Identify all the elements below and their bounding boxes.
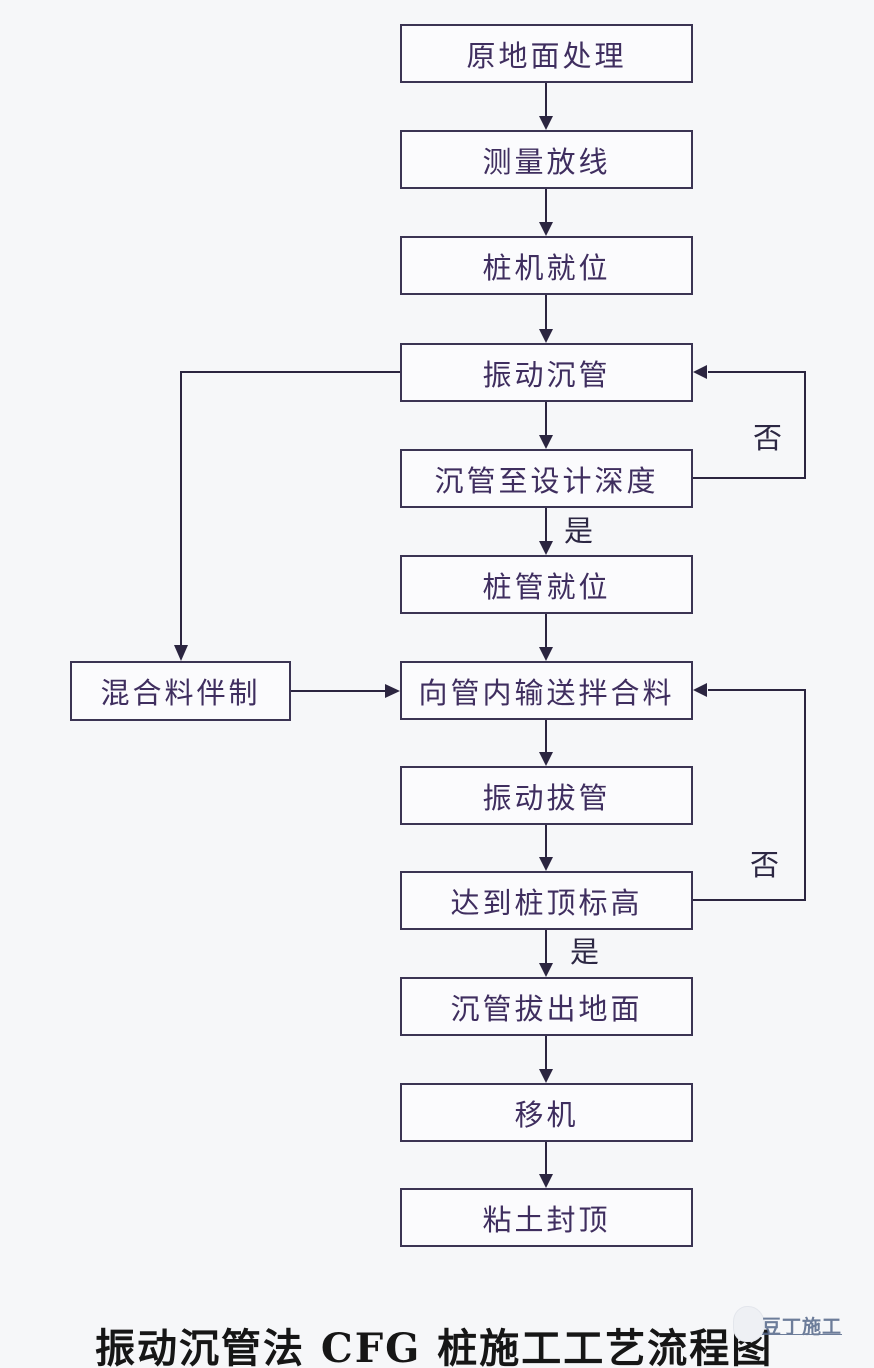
- node-feed-mixture-into-pipe: 向管内输送拌合料: [400, 661, 693, 720]
- node-survey-layout: 测量放线: [400, 130, 693, 189]
- node-clay-capping: 粘土封顶: [400, 1188, 693, 1247]
- node-vibrating-pipe-extraction: 振动拔管: [400, 766, 693, 825]
- node-pile-rig-in-position: 桩机就位: [400, 236, 693, 295]
- branch-label-yes-pile-top: 是: [570, 935, 600, 969]
- branch-label-yes-design-depth: 是: [564, 514, 594, 548]
- edge-elevation-to-pipeout-yes: [539, 930, 553, 977]
- edge-mixture-to-feed: [291, 684, 400, 698]
- edge-ground-to-survey: [539, 83, 553, 130]
- branch-label-no-pile-top: 否: [750, 848, 780, 882]
- node-pile-pipe-in-position: 桩管就位: [400, 555, 693, 614]
- node-vibrating-pipe-sinking: 振动沉管: [400, 343, 693, 402]
- edge-pipeout-to-moverig: [539, 1036, 553, 1083]
- node-reach-pile-top-elevation: 达到桩顶标高: [400, 871, 693, 930]
- diagram-title: 振动沉管法 CFG 桩施工工艺流程图: [95, 1325, 774, 1368]
- edge-sinking-to-depth: [539, 402, 553, 449]
- node-pipe-sunk-to-design-depth: 沉管至设计深度: [400, 449, 693, 508]
- watermark-text: 豆丁施工: [762, 1316, 843, 1338]
- edge-depth-to-pilepipe-yes: [539, 508, 553, 555]
- edge-pilepipe-to-feed: [539, 614, 553, 661]
- branch-label-no-design-depth: 否: [753, 421, 783, 455]
- node-mixture-preparation: 混合料伴制: [70, 661, 291, 721]
- edge-feed-to-extraction: [539, 720, 553, 766]
- node-move-rig: 移机: [400, 1083, 693, 1142]
- edge-extraction-to-elevation: [539, 825, 553, 871]
- edge-survey-to-rig: [539, 189, 553, 236]
- edge-depth-no-loop: [693, 365, 806, 479]
- edge-rig-to-sinking: [539, 295, 553, 343]
- node-pipe-pulled-out-of-ground: 沉管拔出地面: [400, 977, 693, 1036]
- node-ground-treatment: 原地面处理: [400, 24, 693, 83]
- edge-sinking-to-mixture: [174, 371, 400, 661]
- watermark-logo-icon: [733, 1306, 765, 1342]
- edge-moverig-to-claycap: [539, 1142, 553, 1188]
- edge-elevation-no-loop: [693, 683, 806, 901]
